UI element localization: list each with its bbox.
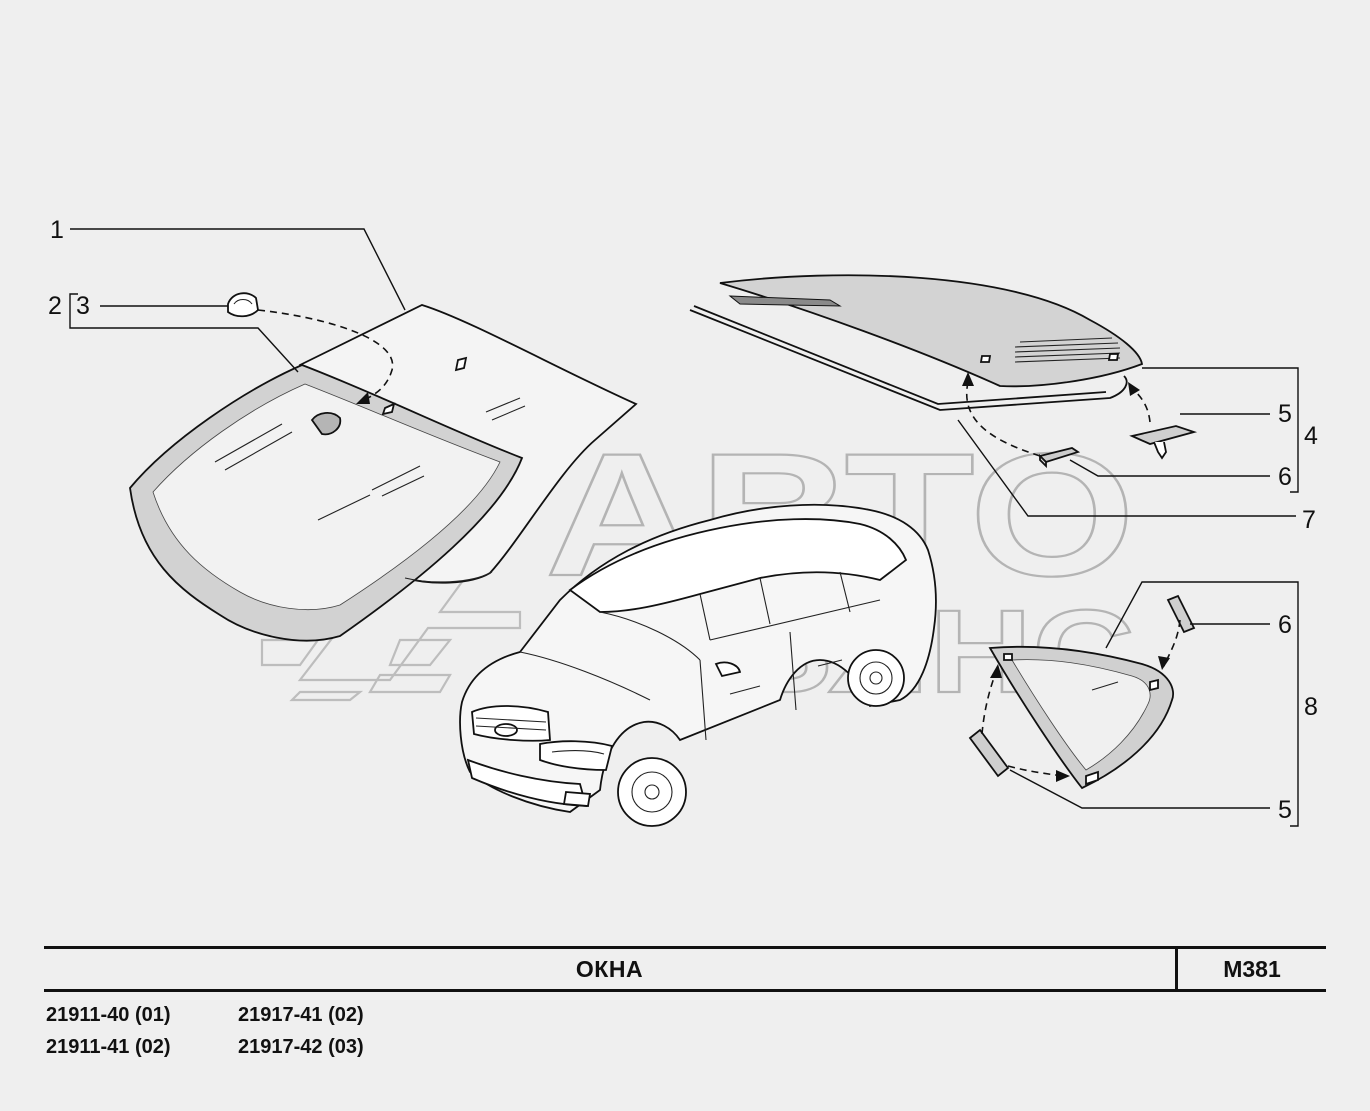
arrowhead [990, 664, 1002, 678]
arrowhead [1128, 382, 1140, 396]
callout-8: 8 [1304, 693, 1318, 721]
arrowhead [1158, 656, 1170, 670]
callout-1: 1 [50, 216, 64, 244]
callout-2: 2 [48, 292, 62, 320]
spacer-6-top [1038, 447, 1081, 469]
car-illustration [459, 503, 937, 827]
callout-6-right: 6 [1278, 611, 1292, 639]
callout-5-bottom: 5 [1278, 796, 1292, 824]
callout-7: 7 [1302, 506, 1316, 534]
spacer-6-right [1166, 594, 1196, 634]
model-code: 21917-42 (03) [238, 1035, 364, 1058]
arrowhead [962, 372, 974, 386]
arrowhead [1056, 770, 1070, 782]
windshield [129, 304, 638, 642]
quarter-window [988, 645, 1174, 790]
callout-4: 4 [1304, 422, 1318, 450]
model-list: 21911-40 (01) 21917-41 (02) 21911-41 (02… [46, 1002, 466, 1062]
clip-part-3 [227, 292, 259, 318]
diagram-code: М381 [1223, 956, 1281, 982]
callout-3: 3 [76, 292, 90, 320]
retainer-clip-5 [1129, 425, 1198, 460]
model-code: 21911-41 (02) [46, 1035, 171, 1058]
callouts: 1 2 3 4 5 6 7 6 8 5 [48, 216, 1318, 824]
leader-lines [69, 228, 1299, 827]
callout-5-top: 5 [1278, 400, 1292, 428]
model-code: 21917-41 (02) [238, 1004, 364, 1026]
title-block: ОКНА М381 [44, 946, 1326, 992]
arrowhead [356, 392, 370, 404]
rear-window [689, 274, 1144, 411]
retainer-5-bottom [968, 728, 1010, 778]
page-title: ОКНА [44, 949, 1178, 989]
assembly-arrows [257, 309, 1181, 782]
model-code: 21911-40 (01) [46, 1004, 171, 1026]
callout-6-top: 6 [1278, 463, 1292, 491]
